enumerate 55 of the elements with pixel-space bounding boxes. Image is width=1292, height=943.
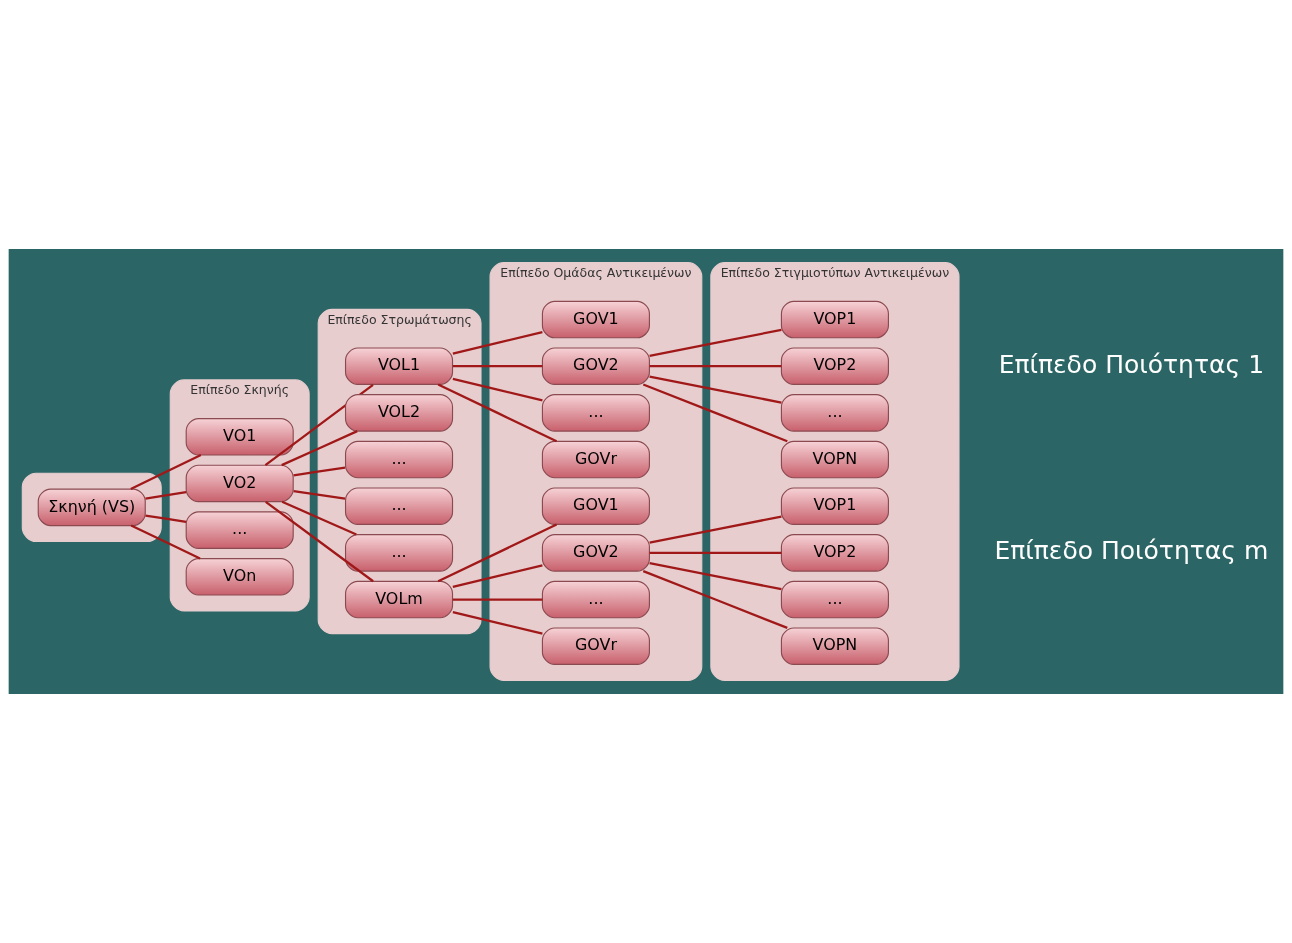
- connector: [452, 564, 543, 588]
- connector: [130, 454, 202, 490]
- node-box: VOL1: [344, 347, 454, 385]
- node-box: VOn: [185, 558, 294, 596]
- node-box: GOV1: [541, 300, 650, 339]
- connector: [293, 489, 346, 500]
- node-box: VOLm: [344, 580, 454, 619]
- node-box: GOV2: [541, 534, 650, 572]
- node-box: ...: [541, 394, 650, 432]
- connector: [452, 598, 543, 601]
- node-box: VO1: [185, 418, 294, 456]
- connector: [145, 490, 187, 500]
- node-box: VOP1: [780, 487, 889, 525]
- node-box: VOL2: [344, 394, 454, 432]
- node-box: GOV2: [541, 347, 650, 385]
- node-box: VOP2: [780, 534, 889, 572]
- connector: [649, 328, 782, 357]
- cluster: [21, 472, 162, 543]
- connector: [293, 466, 346, 477]
- connector: [281, 430, 358, 467]
- connector: [452, 365, 543, 368]
- connector: [649, 515, 782, 544]
- node-box: ...: [780, 394, 889, 432]
- node-box: VOPN: [780, 627, 889, 665]
- node-box: VOPN: [780, 440, 889, 479]
- connector: [281, 500, 357, 536]
- connector: [649, 562, 782, 591]
- node-box: GOVr: [541, 627, 650, 665]
- node-box: ...: [344, 534, 454, 572]
- connector: [452, 611, 543, 635]
- connector: [649, 365, 782, 368]
- connector: [265, 500, 374, 583]
- connector: [264, 383, 374, 467]
- label: Επίπεδο Ποιότητας m: [994, 536, 1269, 566]
- node-box: VO2: [185, 464, 294, 503]
- connector: [452, 331, 543, 355]
- node-box: VOP1: [780, 300, 889, 339]
- node-box: GOV1: [541, 487, 650, 525]
- connector: [437, 523, 558, 583]
- connector: [649, 551, 782, 554]
- connector: [649, 375, 782, 404]
- connector: [452, 377, 543, 402]
- node-box: VOP2: [780, 347, 889, 385]
- node-box: ...: [344, 487, 454, 525]
- connector: [145, 514, 187, 524]
- node-box: ...: [185, 511, 294, 549]
- node-box: ...: [541, 580, 650, 619]
- label: Επίπεδο Ποιότητας 1: [998, 349, 1265, 379]
- connector: [130, 524, 201, 560]
- node-box: Σκηνή (VS): [37, 488, 146, 527]
- node-box: ...: [780, 580, 889, 619]
- node-box: GOVr: [541, 440, 650, 479]
- node-box: ...: [344, 440, 454, 479]
- connector: [642, 570, 788, 629]
- connector: [642, 383, 788, 443]
